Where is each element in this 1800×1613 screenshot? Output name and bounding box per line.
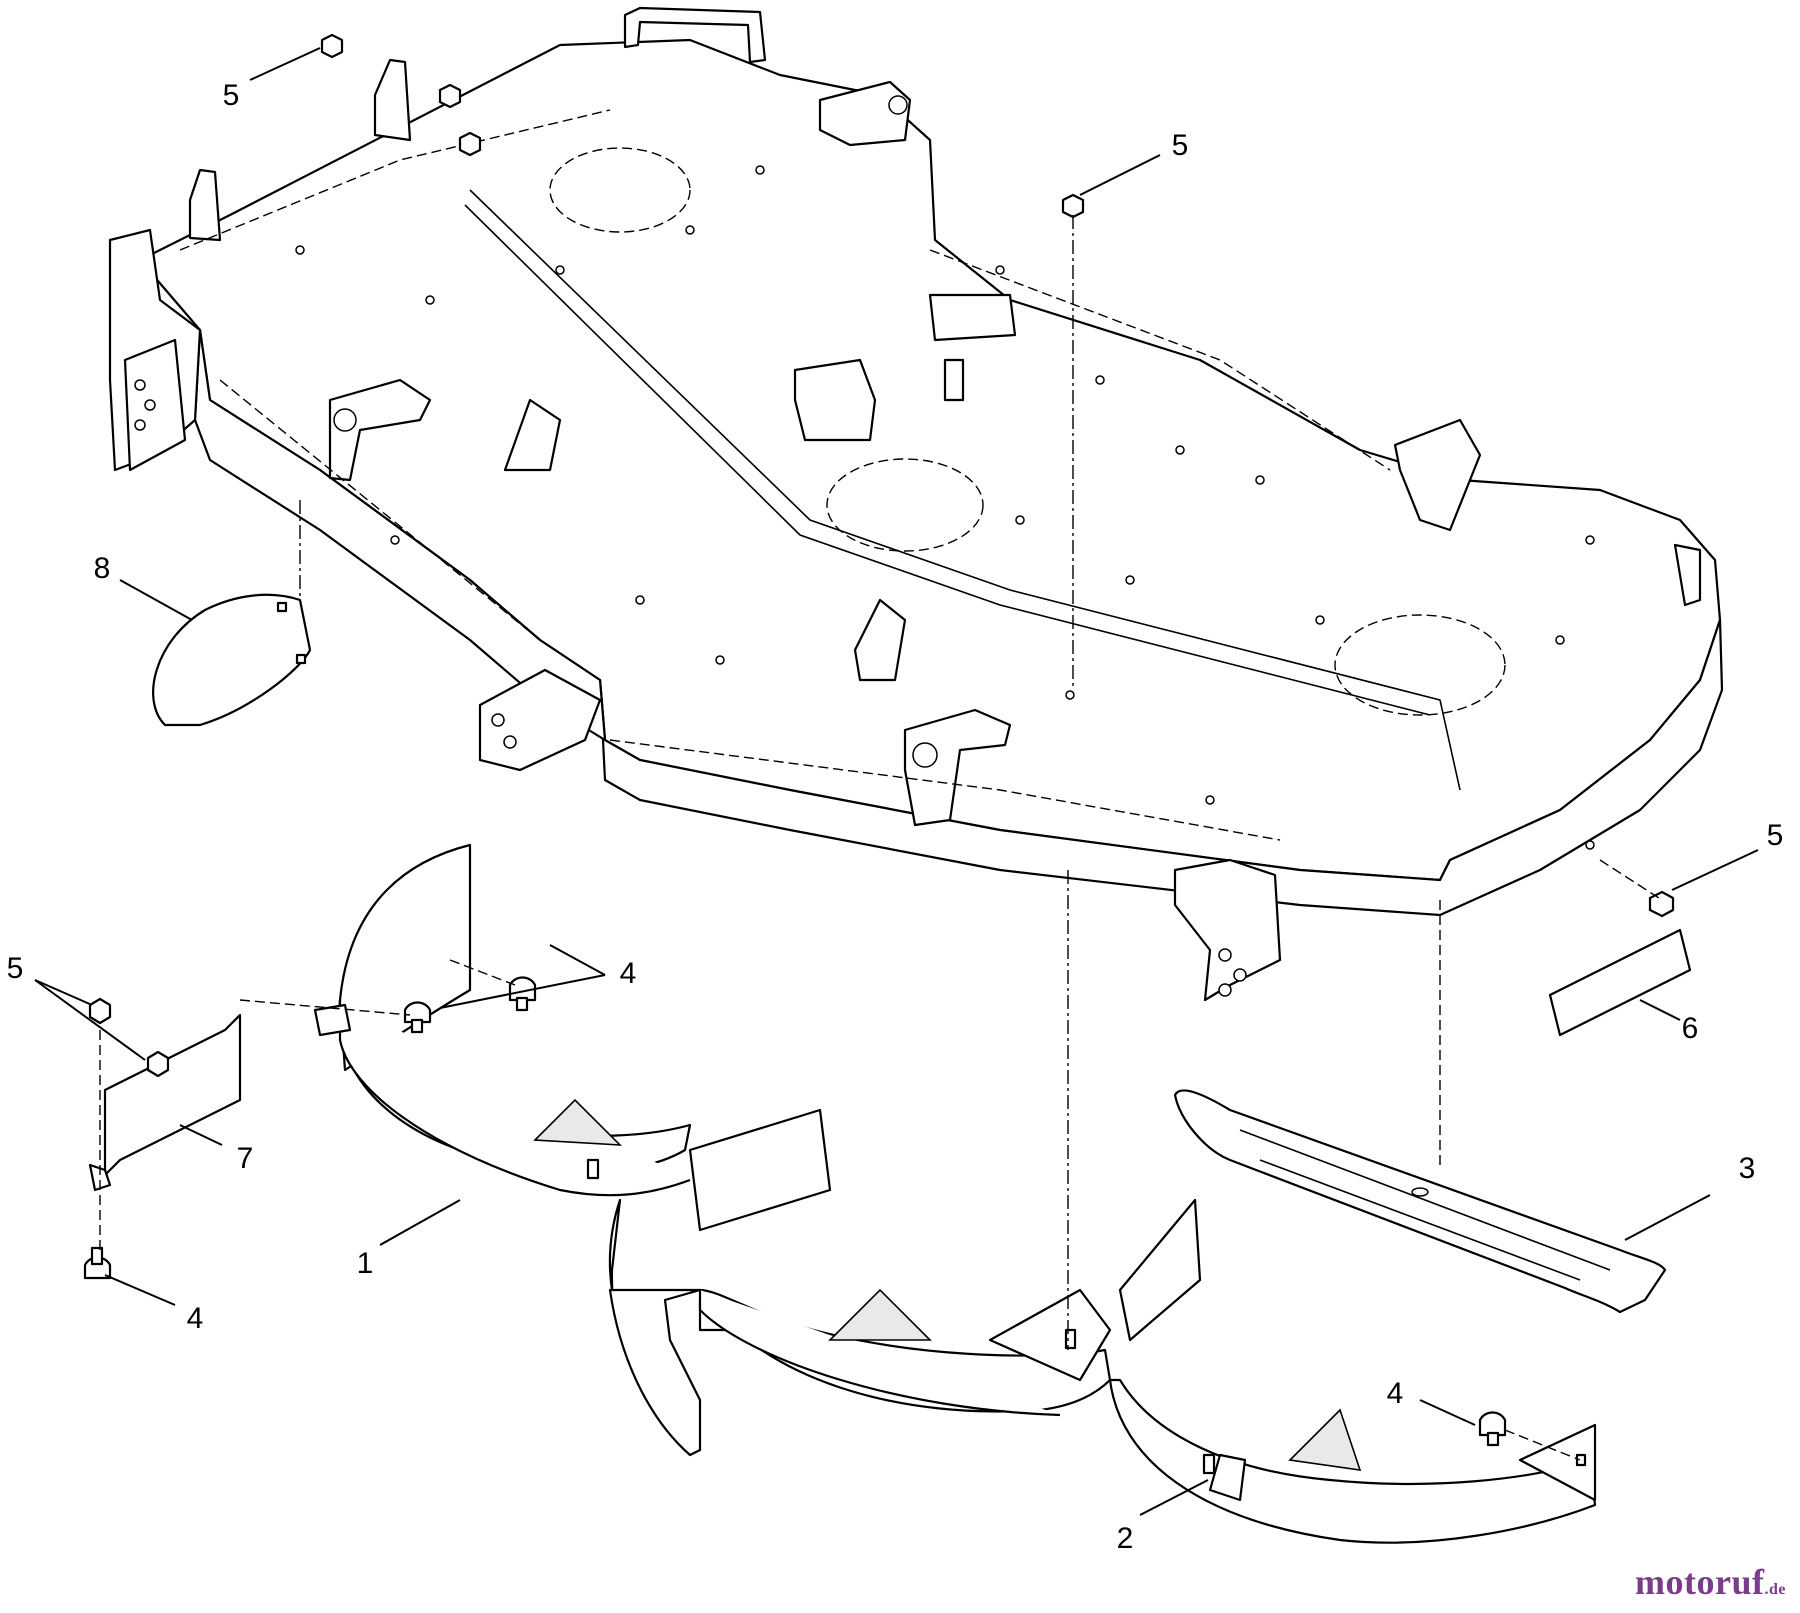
mower-deck-housing [108,6,1724,1170]
callout-6: 6 [1682,1012,1699,1045]
plate-part-6 [1548,928,1692,1037]
callout-5-right: 5 [1767,819,1784,852]
callout-labels: 1 2 3 4 4 4 5 5 5 5 6 7 8 [7,79,1784,1555]
callout-2: 2 [1117,1522,1134,1555]
callout-4-left: 4 [187,1302,204,1335]
fastener-nuts [88,33,1675,1078]
callout-5-top-left: 5 [223,79,240,112]
watermark-name: motoruf [1635,1562,1765,1602]
chute-plate-part-8 [152,593,312,727]
callout-1: 1 [357,1247,374,1280]
fastener-bolts [83,976,1507,1447]
callout-8: 8 [94,552,111,585]
deck-mounting-holes [295,165,1595,850]
callout-5-left: 5 [7,952,24,985]
callout-4-upper: 4 [620,957,637,990]
baffle-part-1 [313,843,832,1232]
mower-blade-part-3 [1173,1089,1667,1314]
callout-4-right: 4 [1387,1377,1404,1410]
callout-7: 7 [237,1142,254,1175]
callout-5-top-right: 5 [1172,129,1189,162]
motoruf-watermark: motoruf.de [1635,1561,1786,1603]
baffle-part-2 [608,1198,1597,1544]
watermark-domain: .de [1764,1581,1786,1598]
callout-leaders [34,47,1759,1516]
deflector-part-7 [88,1013,242,1192]
callout-3: 3 [1739,1152,1756,1185]
